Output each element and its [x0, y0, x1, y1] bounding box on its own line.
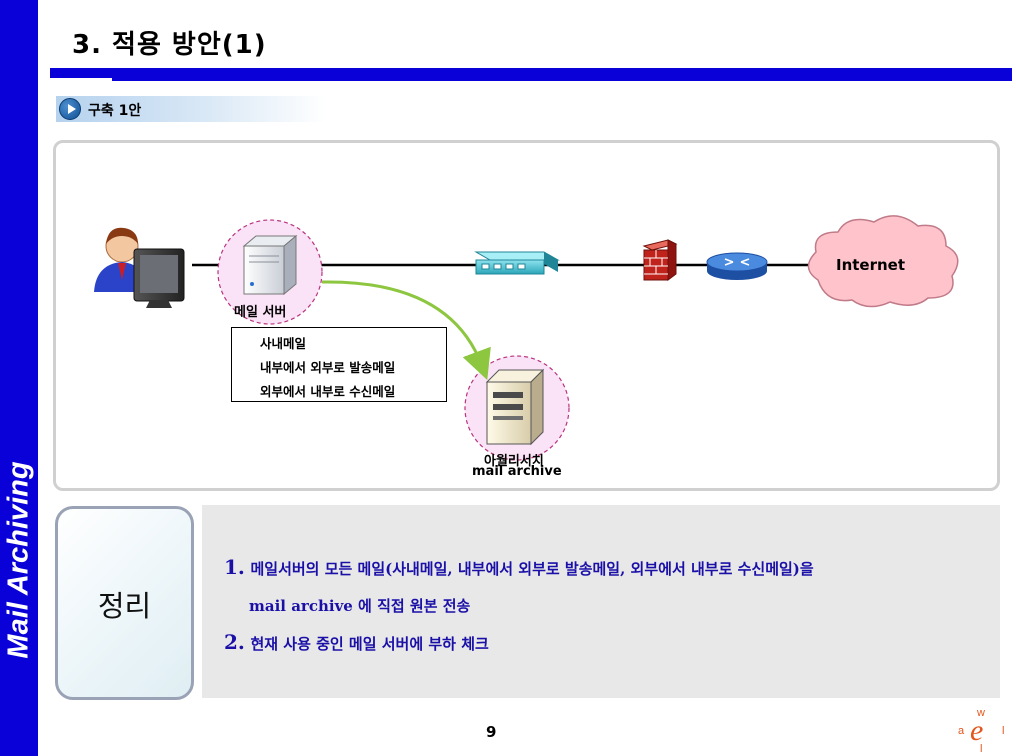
summary-label: 정리 [97, 589, 152, 623]
summary-item-number: 1. [224, 555, 245, 579]
summary-item-text: 현재 사용 중인 메일 서버에 부하 체크 [250, 635, 489, 653]
user-computer-icon [94, 227, 185, 308]
section-band [56, 96, 326, 122]
mail-type-item: 사내메일 [260, 336, 307, 351]
title-rule [50, 68, 1012, 81]
page-number: 9 [486, 723, 497, 741]
router-icon [706, 252, 768, 280]
svg-text:e: e [970, 714, 983, 747]
mail-type-item: 외부에서 내부로 수신메일 [260, 384, 396, 399]
svg-text:a: a [958, 725, 965, 737]
summary-item-2: 2. 현재 사용 중인 메일 서버에 부하 체크 [224, 630, 489, 654]
summary-item-number: 2. [224, 630, 245, 654]
firewall-icon [642, 239, 678, 281]
svg-text:l: l [980, 743, 982, 754]
summary-item-1-continued: mail archive 에 직접 원본 전송 [249, 597, 471, 615]
play-bullet-icon [59, 98, 81, 120]
svg-text:w: w [976, 707, 985, 719]
svg-text:l: l [1002, 725, 1004, 737]
page-title: 3. 적용 방안(1) [72, 30, 267, 60]
summary-label-box [55, 506, 194, 700]
summary-item-text: 메일서버의 모든 메일(사내메일, 내부에서 외부로 발송메일, 외부에서 내부… [250, 560, 814, 578]
sidebar [0, 0, 38, 756]
mail-type-item: 내부에서 외부로 발송메일 [260, 360, 396, 375]
mail-server-label: 메일 서버 [234, 305, 287, 320]
summary-panel [202, 505, 1000, 698]
wael-logo-icon: w a l l e [958, 707, 1004, 754]
archive-server-icon [485, 368, 545, 446]
mail-types-box: 사내메일 내부에서 외부로 발송메일 외부에서 내부로 수신메일 [231, 327, 447, 402]
section-label: 구축 1안 [88, 103, 142, 119]
internet-label: Internet [836, 256, 906, 274]
internet-cloud-icon [807, 215, 959, 308]
flow-arrow [321, 280, 491, 381]
mail-server-icon [242, 234, 298, 296]
archive-label-en: mail archive [472, 464, 562, 479]
switch-icon [474, 251, 560, 275]
summary-item-1: 1. 메일서버의 모든 메일(사내메일, 내부에서 외부로 발송메일, 외부에서… [224, 555, 814, 579]
title-rule-notch [50, 78, 112, 81]
archive-label-kr: 아월리서치 [484, 454, 544, 469]
